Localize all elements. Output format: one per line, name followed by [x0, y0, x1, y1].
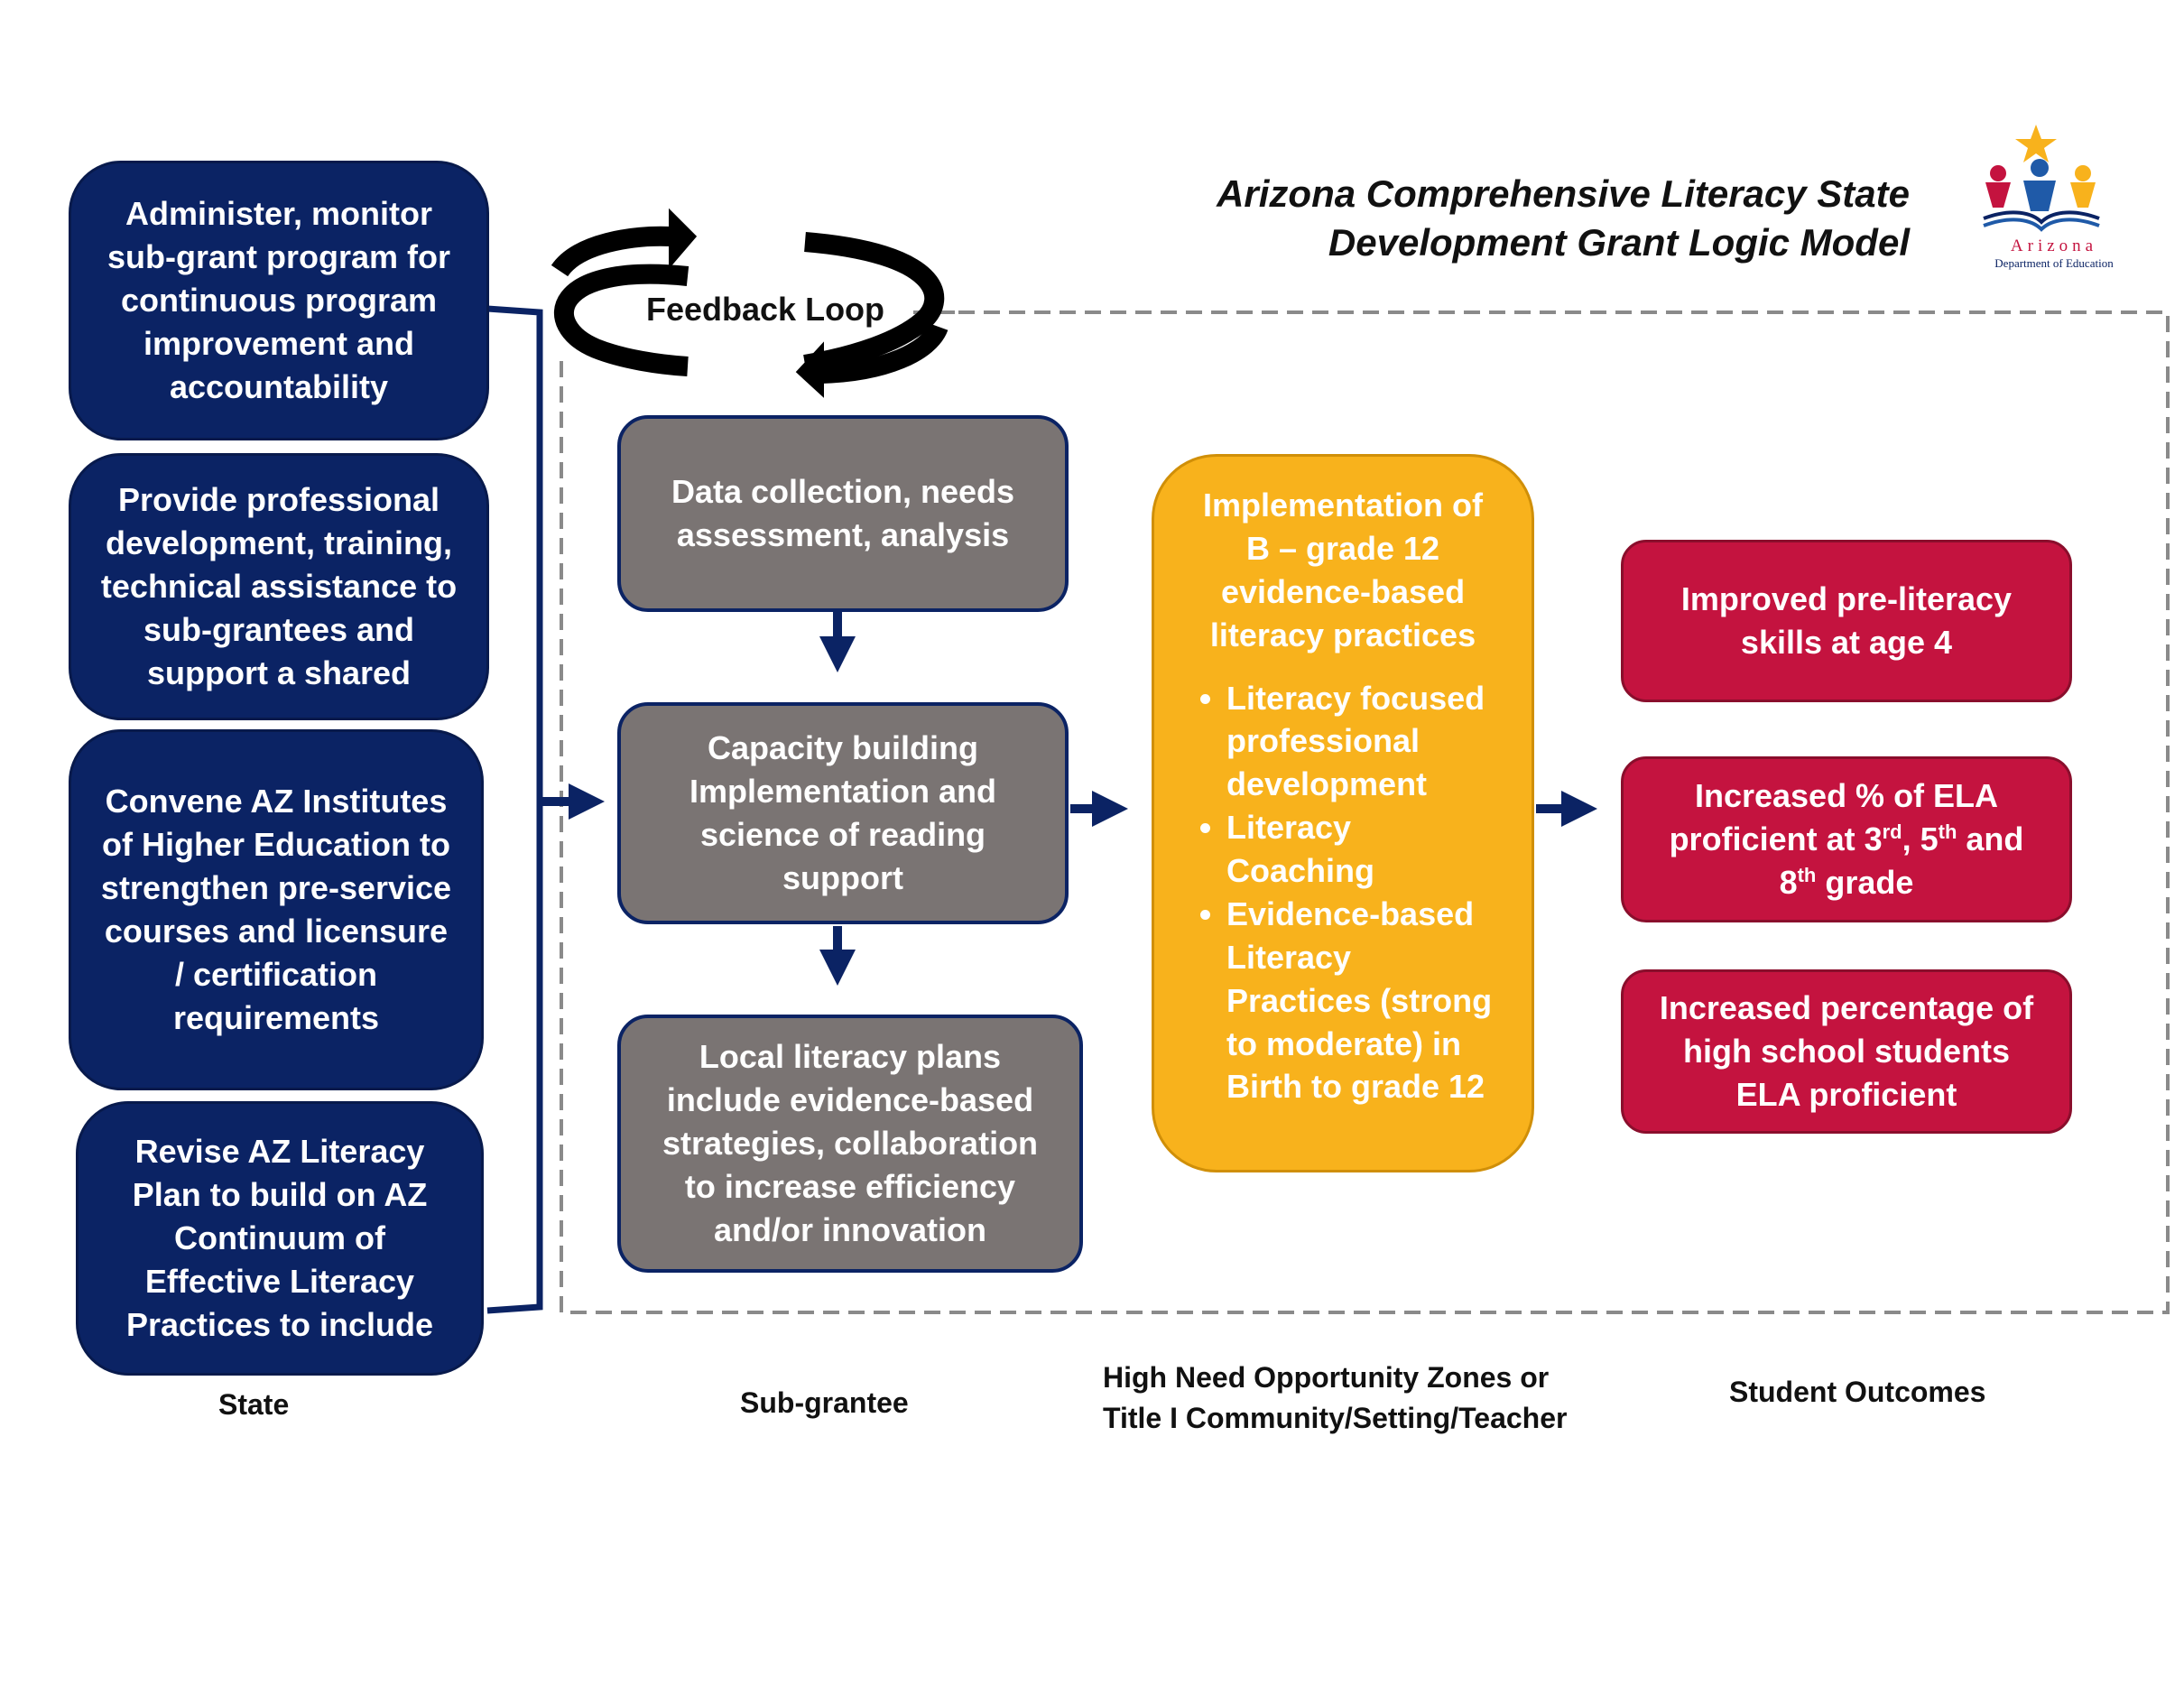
title-line-2: Development Grant Logic Model: [1328, 220, 1910, 264]
state-box-revise-plan: Revise AZ Literacy Plan to build on AZ C…: [76, 1101, 484, 1376]
subgrantee-box-data-collection: Data collection, needs assessment, analy…: [617, 415, 1069, 612]
ordinal-suffix: rd: [1882, 820, 1902, 844]
arizona-doe-logo: [1983, 125, 2100, 232]
dashed-frame: [560, 310, 2170, 1314]
state-box-convene-institutes: Convene AZ Institutes of Higher Educatio…: [69, 729, 484, 1090]
outcome-text: and 8: [1779, 820, 2024, 901]
state-box-professional-development: Provide professional development, traini…: [69, 453, 489, 720]
ordinal-suffix: th: [1938, 820, 1957, 844]
feedback-loop-label: Feedback Loop: [646, 291, 885, 328]
outcome-box-ela-proficient: Increased % of ELA proficient at 3rd, 5t…: [1621, 756, 2072, 922]
setting-bullet: Literacy Coaching: [1226, 806, 1495, 893]
outcome-box-pre-literacy: Improved pre-literacy skills at age 4: [1621, 540, 2072, 702]
state-box-administer: Administer, monitor sub-grant program fo…: [69, 161, 489, 440]
page-title: Arizona Comprehensive Literacy State Dev…: [1217, 170, 1910, 267]
setting-heading: Implementation of B – grade 12 evidence-…: [1202, 487, 1483, 653]
outcome-text: grade: [1816, 863, 1914, 901]
title-line-1: Arizona Comprehensive Literacy State: [1217, 172, 1910, 215]
setting-box-implementation: Implementation of B – grade 12 evidence-…: [1152, 454, 1534, 1172]
setting-bullet: Literacy focused professional developmen…: [1226, 677, 1495, 807]
subgrantee-box-capacity-building: Capacity building Implementation and sci…: [617, 702, 1069, 924]
setting-label-line-1: High Need Opportunity Zones or: [1103, 1361, 1550, 1394]
feedback-loop-icon: [551, 208, 949, 398]
logo-name: Arizona: [2010, 236, 2098, 255]
setting-bullet: Evidence-based Literacy Practices (stron…: [1226, 893, 1495, 1108]
subgrantee-box-local-plans: Local literacy plans include evidence-ba…: [617, 1015, 1083, 1273]
logo-subtitle: Department of Education: [1994, 256, 2114, 270]
column-label-setting: High Need Opportunity Zones or Title I C…: [1103, 1358, 1567, 1439]
outcome-text: , 5: [1902, 820, 1939, 858]
ordinal-suffix: th: [1797, 863, 1817, 886]
state-bracket: [486, 305, 543, 1314]
column-label-subgrantee: Sub-grantee: [740, 1386, 909, 1419]
outcome-text: Increased % of ELA proficient at 3: [1669, 777, 1999, 858]
outcome-box-high-school: Increased percentage of high school stud…: [1621, 969, 2072, 1134]
column-label-state: State: [218, 1388, 290, 1421]
column-label-outcomes: Student Outcomes: [1729, 1376, 1986, 1408]
setting-bullet-list: Literacy focused professional developmen…: [1190, 677, 1495, 1109]
setting-label-line-2: Title I Community/Setting/Teacher: [1103, 1401, 1568, 1434]
